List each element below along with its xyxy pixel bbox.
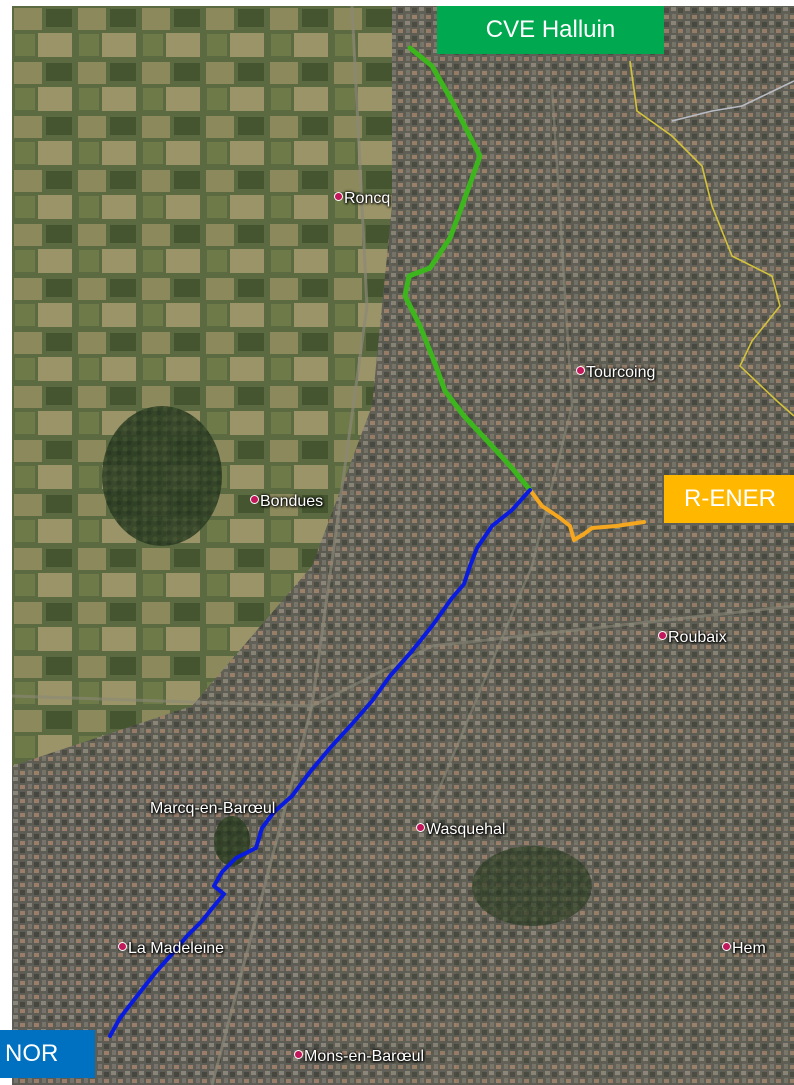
endpoint-label-text: R-ENER (684, 485, 777, 512)
endpoint-label-rener: R-ENER (664, 475, 794, 523)
place-pin-icon (658, 631, 667, 640)
place-pin-icon (118, 942, 127, 951)
orange-route (528, 488, 646, 542)
place-name: Roubaix (668, 629, 727, 646)
place-label-roncq: Roncq (334, 190, 390, 208)
green-route (402, 45, 533, 493)
place-label-tourcoing: Tourcoing (576, 364, 655, 382)
forest-marcq (214, 816, 250, 866)
blue-route (108, 488, 532, 1038)
place-pin-icon (250, 495, 259, 504)
place-name: Hem (732, 940, 766, 957)
road (210, 6, 369, 1085)
place-name: La Madeleine (128, 940, 225, 957)
endpoint-label-halluin: CVE Halluin (437, 6, 664, 54)
place-name: Tourcoing (586, 364, 656, 381)
forest-bondues (102, 406, 222, 546)
place-name: Marcq-en-Barœul (150, 800, 276, 817)
border-line-grey (671, 80, 794, 122)
place-name: Mons-en-Barœul (304, 1048, 425, 1065)
road (12, 604, 794, 708)
place-label-la-madeleine: La Madeleine (118, 940, 224, 958)
endpoint-label-nor: NOR (0, 1030, 95, 1078)
endpoint-label-text: CVE Halluin (485, 16, 616, 43)
place-label-roubaix: Roubaix (658, 629, 727, 647)
road (430, 85, 574, 807)
place-label-wasquehal: Wasquehal (416, 821, 505, 839)
place-name: Bondues (260, 493, 324, 510)
map-view[interactable]: Roncq Tourcoing Bondues Roubaix Marcq-en… (12, 6, 794, 1085)
place-label-hem: Hem (722, 940, 766, 958)
place-name: Wasquehal (426, 821, 506, 838)
forest-east (472, 846, 592, 926)
place-pin-icon (576, 366, 585, 375)
place-pin-icon (416, 823, 425, 832)
endpoint-label-text: NOR (5, 1040, 59, 1067)
place-label-bondues: Bondues (250, 493, 323, 511)
place-pin-icon (722, 942, 731, 951)
border-line (629, 60, 794, 417)
place-name: Roncq (344, 190, 391, 207)
urban-area-lille-north (12, 766, 342, 1085)
place-pin-icon (294, 1050, 303, 1059)
place-label-mons: Mons-en-Barœul (294, 1048, 424, 1066)
place-label-marcq: Marcq-en-Barœul (150, 800, 275, 818)
place-pin-icon (334, 192, 343, 201)
satellite-map (12, 6, 794, 1085)
